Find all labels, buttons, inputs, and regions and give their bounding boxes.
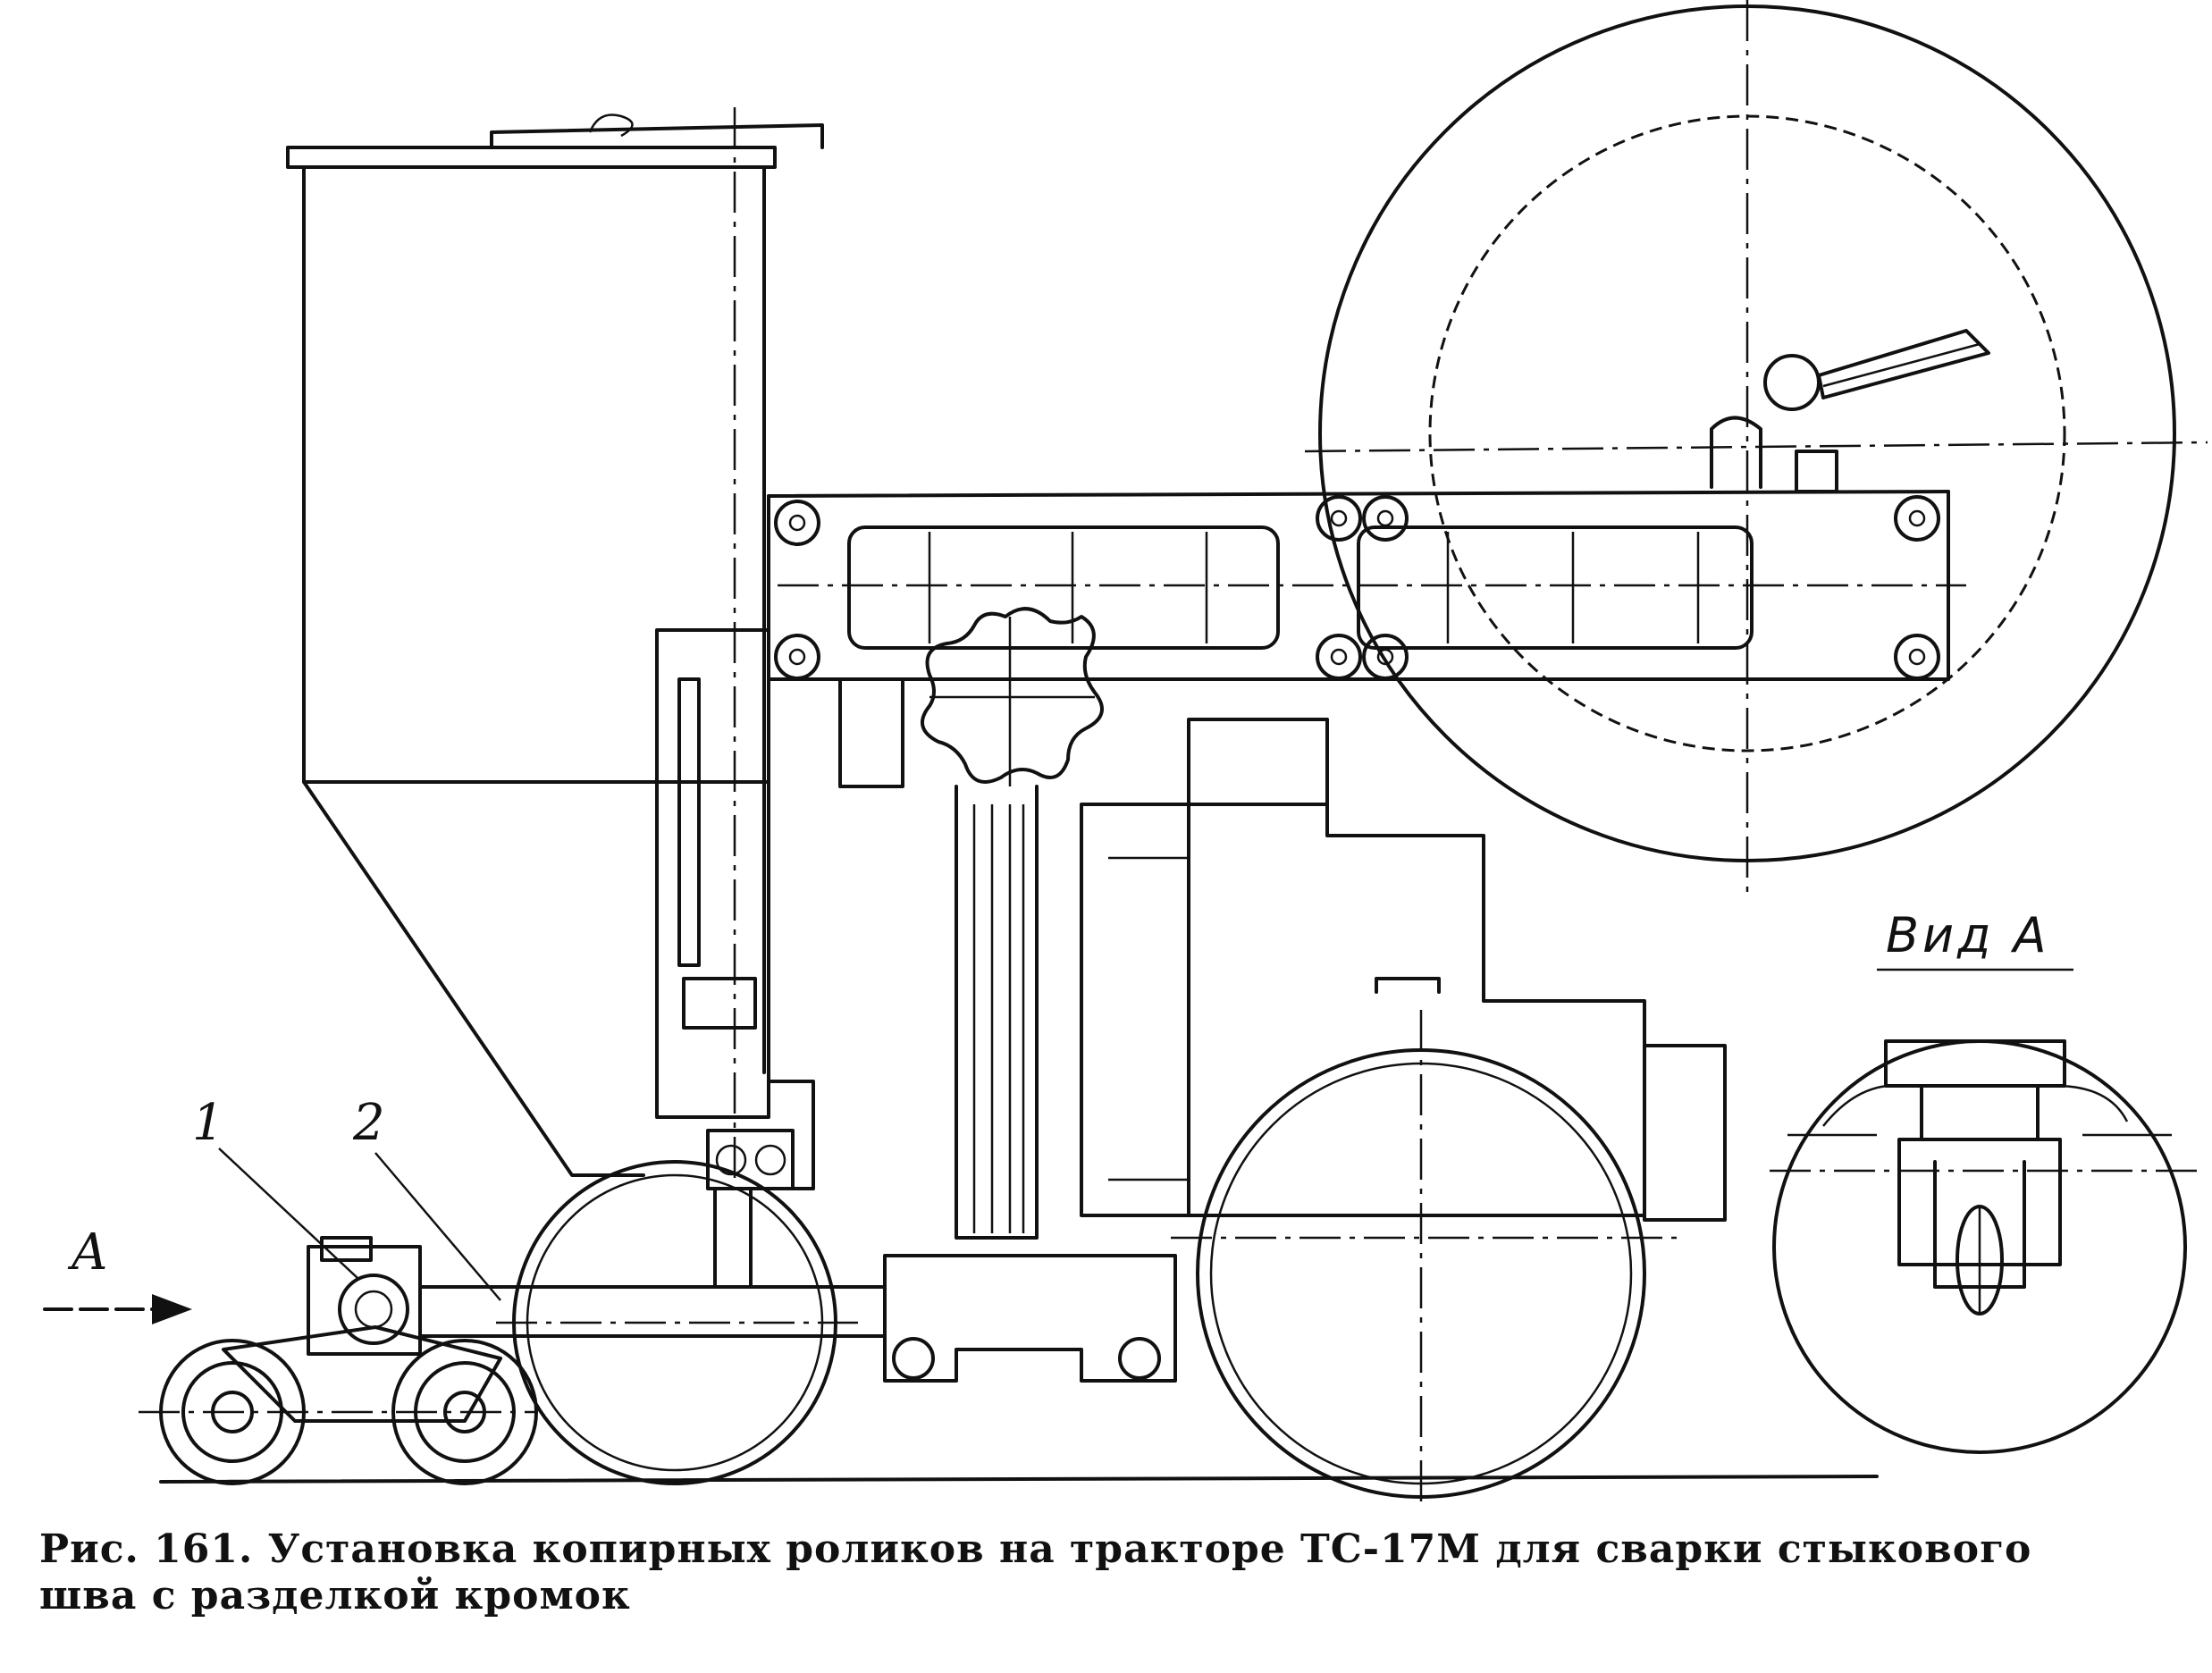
part-label-1: 1 bbox=[192, 1094, 224, 1152]
copy-rollers bbox=[139, 1236, 538, 1485]
technical-drawing: 1 2 A Вид А bbox=[43, 0, 2208, 1510]
vertical-column bbox=[655, 628, 815, 1289]
view-arrow bbox=[43, 1294, 192, 1324]
wire-reel bbox=[1304, 0, 2208, 894]
motor-housing bbox=[1080, 718, 1727, 1222]
arrow-label-a: A bbox=[67, 1223, 107, 1282]
caption-line-1: Рис. 161. Установка копирных роликов на … bbox=[39, 1526, 2032, 1572]
part-label-2: 2 bbox=[352, 1094, 385, 1152]
front-wheel bbox=[496, 1160, 858, 1485]
caption-line-2: шва с разделкой кромок bbox=[39, 1573, 631, 1618]
figure-caption: Рис. 161. Установка копирных роликов на … bbox=[39, 1526, 2184, 1619]
ground-line bbox=[159, 1475, 1879, 1484]
upper-beam bbox=[767, 490, 1966, 681]
star-knob bbox=[838, 607, 1104, 1240]
lower-bracket bbox=[418, 1254, 1177, 1383]
bolts bbox=[774, 495, 1940, 680]
view-a-title: Вид А bbox=[1886, 907, 2050, 963]
detail-view-a bbox=[1770, 1039, 2199, 1454]
leaders bbox=[218, 1148, 501, 1301]
rear-wheel bbox=[1171, 1010, 1680, 1510]
